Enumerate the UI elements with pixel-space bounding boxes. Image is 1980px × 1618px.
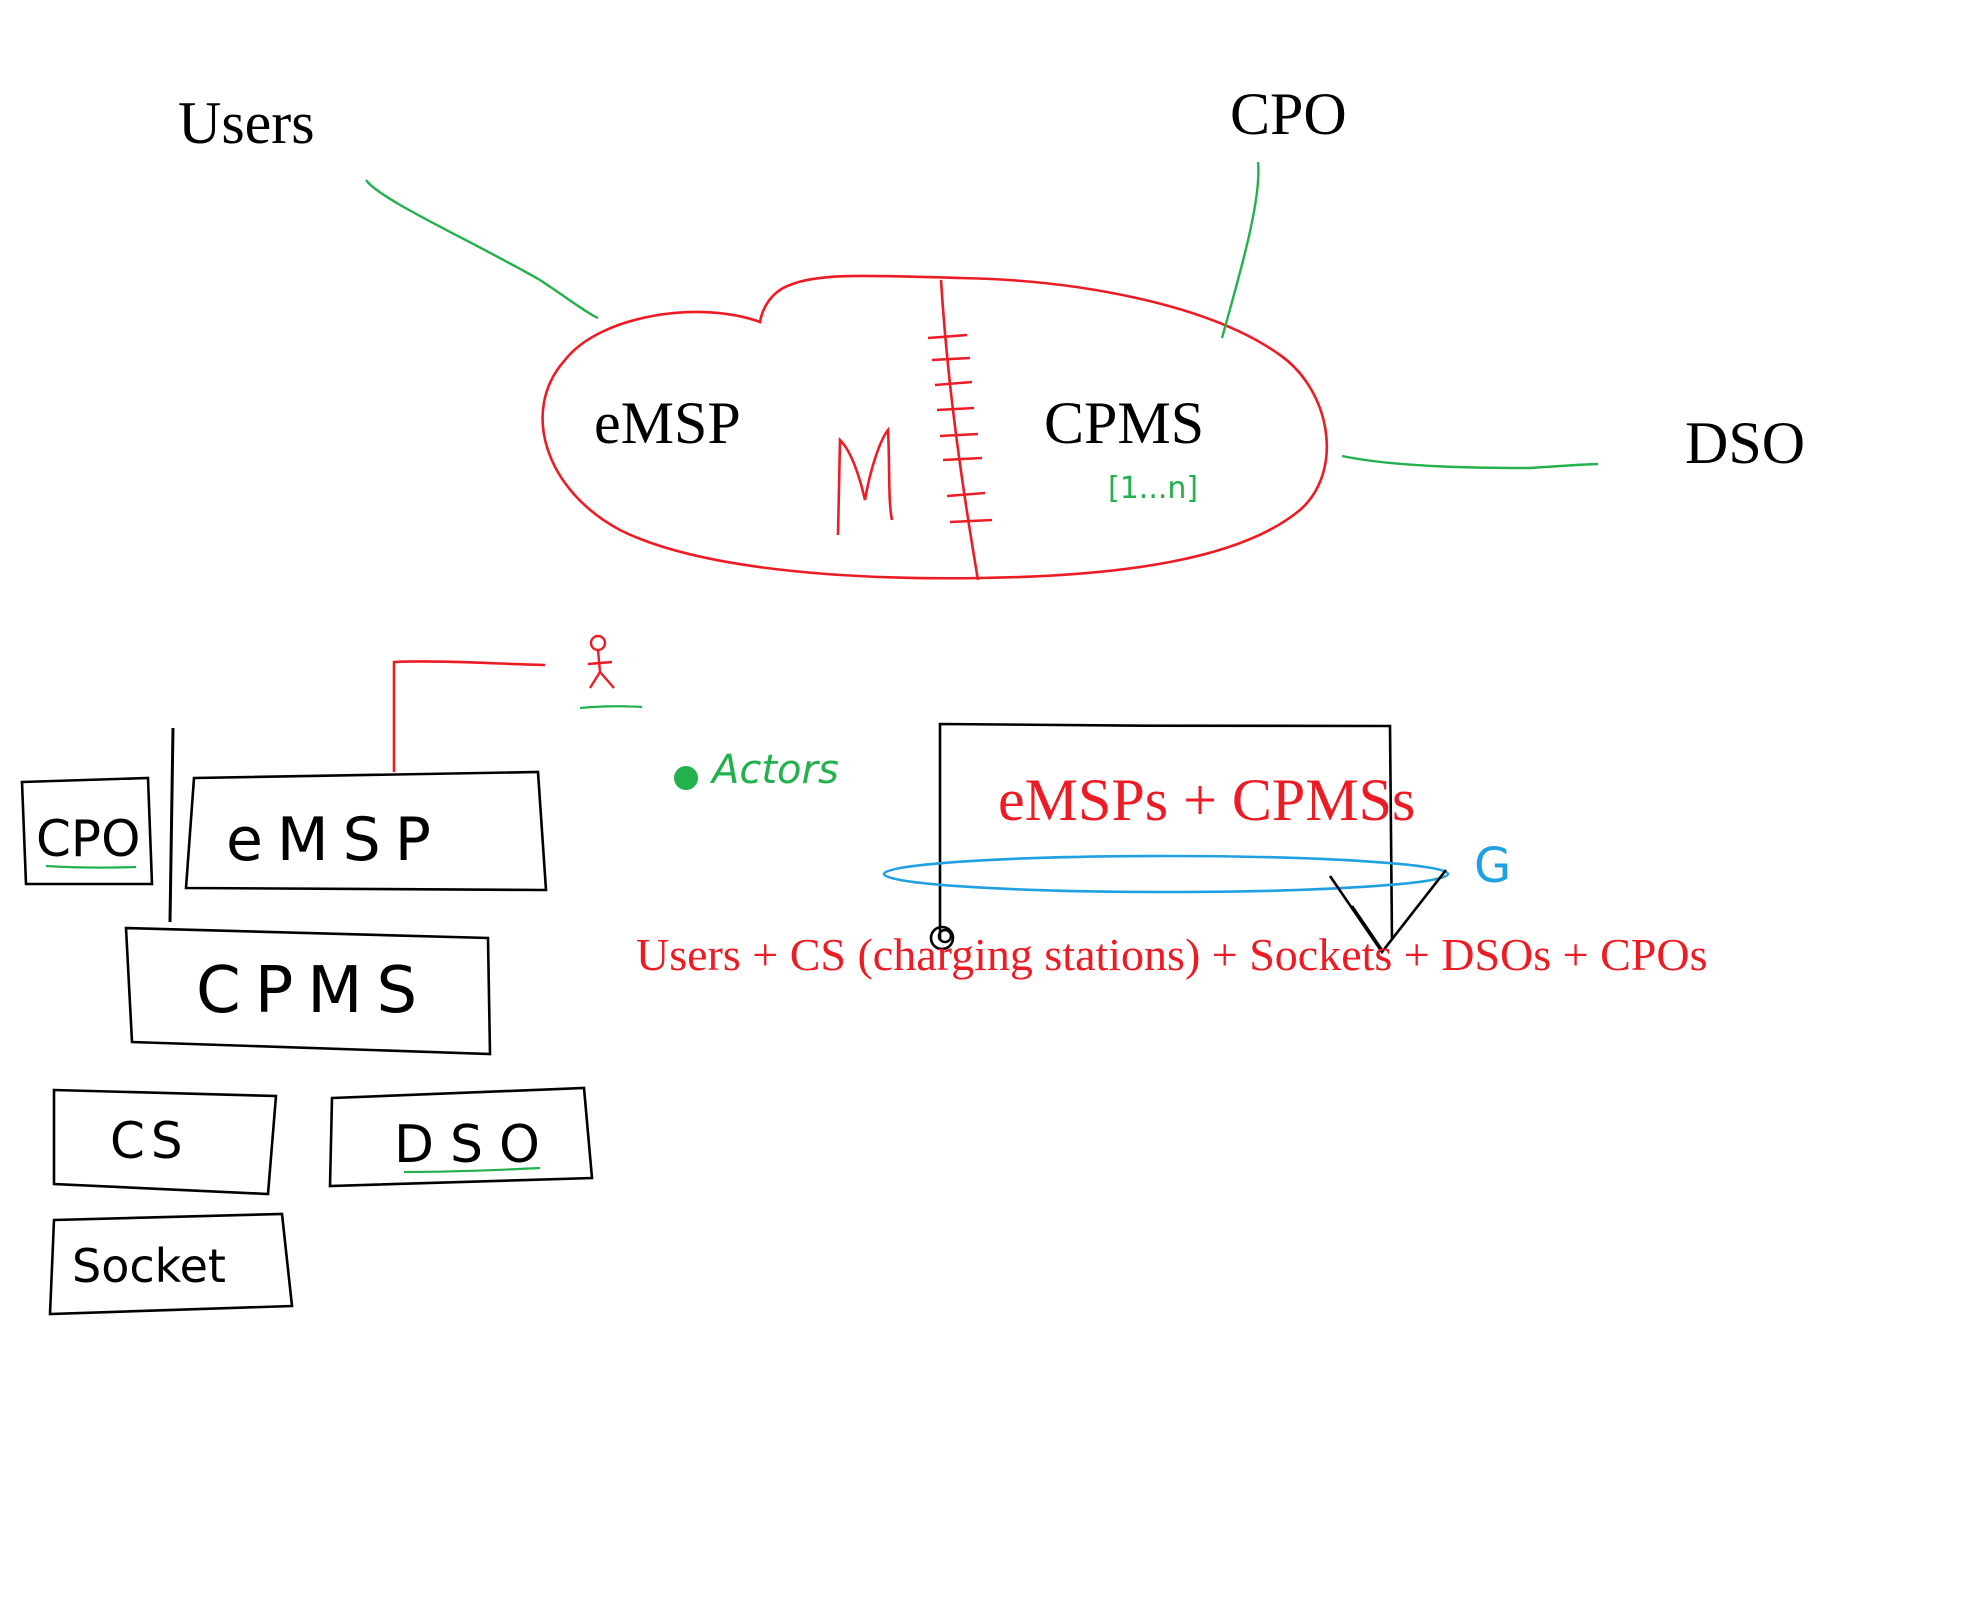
users-label: Users xyxy=(178,90,315,156)
stack-divider xyxy=(168,727,175,923)
group-label: eMSPs + CPMSs xyxy=(998,767,1415,833)
dso-label: DSO xyxy=(1685,410,1805,476)
cpms-box-label: CPMS xyxy=(196,954,431,1028)
emsp-box xyxy=(184,770,548,892)
dso-box xyxy=(328,1086,594,1188)
cloud-outline xyxy=(541,274,1329,580)
cpo-box-underline xyxy=(45,864,137,869)
socket-box xyxy=(48,1212,294,1316)
cardinality-label: [1...n] xyxy=(1108,471,1198,506)
users-connector xyxy=(365,179,599,320)
m-mark xyxy=(836,426,894,536)
emsp-cloud-label: eMSP xyxy=(594,390,741,456)
green-dot-icon xyxy=(674,766,698,790)
emsp-box-label: eMSP xyxy=(226,805,445,875)
cpo-box-label: CPO xyxy=(36,810,140,868)
cpo-connector xyxy=(1220,161,1260,339)
dso-connector xyxy=(1341,454,1599,470)
cs-box-label: CS xyxy=(110,1112,189,1170)
cloud-divider xyxy=(939,279,980,581)
stick-figure-underline xyxy=(579,705,643,710)
blue-ellipse xyxy=(882,854,1450,894)
cpo-label: CPO xyxy=(1230,81,1347,147)
cpo-box xyxy=(20,776,154,886)
cs-box xyxy=(52,1088,278,1196)
g-mark: G xyxy=(1474,838,1511,894)
actors-label: Actors xyxy=(709,747,839,793)
emsp-user-connector xyxy=(392,660,546,772)
dso-box-label: DSO xyxy=(394,1115,556,1175)
bottom-label: Users + CS (charging stations) + Sockets… xyxy=(636,929,1708,980)
scribble-marks xyxy=(929,869,1448,955)
dso-box-underline xyxy=(403,1166,541,1174)
group-box xyxy=(938,722,1394,941)
stick-figure-icon xyxy=(587,634,615,689)
cpms-cloud-label: CPMS xyxy=(1044,390,1204,456)
divider-ticks xyxy=(927,333,993,524)
cpms-box xyxy=(124,926,492,1056)
socket-box-label: Socket xyxy=(72,1239,226,1293)
